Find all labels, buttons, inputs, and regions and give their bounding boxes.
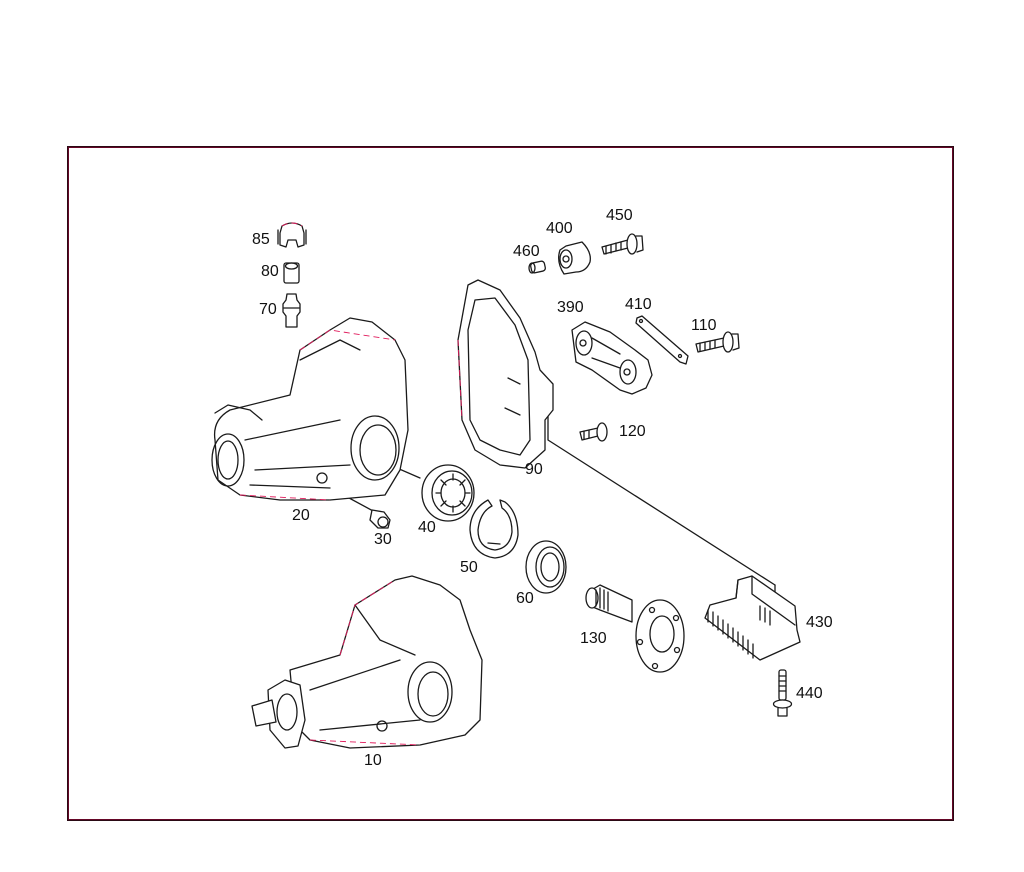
label-410[interactable]: 410	[625, 296, 652, 313]
label-390[interactable]: 390	[557, 299, 584, 316]
label-90[interactable]: 90	[525, 461, 543, 478]
part-130-flange-shaft[interactable]	[585, 584, 685, 673]
label-440[interactable]: 440	[796, 685, 823, 702]
part-400-rubber-mount[interactable]	[558, 241, 591, 275]
label-10[interactable]: 10	[364, 752, 382, 769]
part-120-bolt[interactable]	[579, 422, 608, 442]
label-40[interactable]: 40	[418, 519, 436, 536]
label-430[interactable]: 430	[806, 614, 833, 631]
label-20[interactable]: 20	[292, 507, 310, 524]
part-20-differential-housing[interactable]	[211, 317, 409, 501]
part-50-snap-ring[interactable]	[469, 499, 519, 559]
part-110-bolt[interactable]	[695, 331, 740, 353]
diagram-frame	[67, 146, 954, 821]
part-40-ball-bearing[interactable]	[421, 464, 475, 522]
part-10-differential-assembly[interactable]	[251, 575, 483, 749]
label-120[interactable]: 120	[619, 423, 646, 440]
part-390-mount-bracket[interactable]	[571, 321, 653, 395]
label-110[interactable]: 110	[691, 317, 717, 334]
part-430-heat-shield[interactable]	[704, 575, 801, 661]
label-130[interactable]: 130	[580, 630, 607, 647]
part-90-housing-cover[interactable]	[457, 279, 554, 469]
part-60-shaft-seal[interactable]	[525, 540, 567, 594]
label-60[interactable]: 60	[516, 590, 534, 607]
label-85[interactable]: 85	[252, 231, 270, 248]
part-450-bolt[interactable]	[601, 233, 644, 255]
label-50[interactable]: 50	[460, 559, 478, 576]
label-80[interactable]: 80	[261, 263, 279, 280]
label-70[interactable]: 70	[259, 301, 277, 318]
label-450[interactable]: 450	[606, 207, 633, 224]
label-460[interactable]: 460	[513, 243, 540, 260]
label-30[interactable]: 30	[374, 531, 392, 548]
part-70-breather-valve[interactable]	[282, 293, 301, 328]
part-410-plate[interactable]	[635, 315, 689, 365]
label-400[interactable]: 400	[546, 220, 573, 237]
part-440-bolt[interactable]	[772, 669, 793, 717]
part-85-clip[interactable]	[277, 222, 307, 248]
part-30-plug[interactable]	[369, 509, 391, 529]
part-80-cap[interactable]	[283, 262, 300, 284]
part-460-sleeve[interactable]	[528, 260, 546, 274]
